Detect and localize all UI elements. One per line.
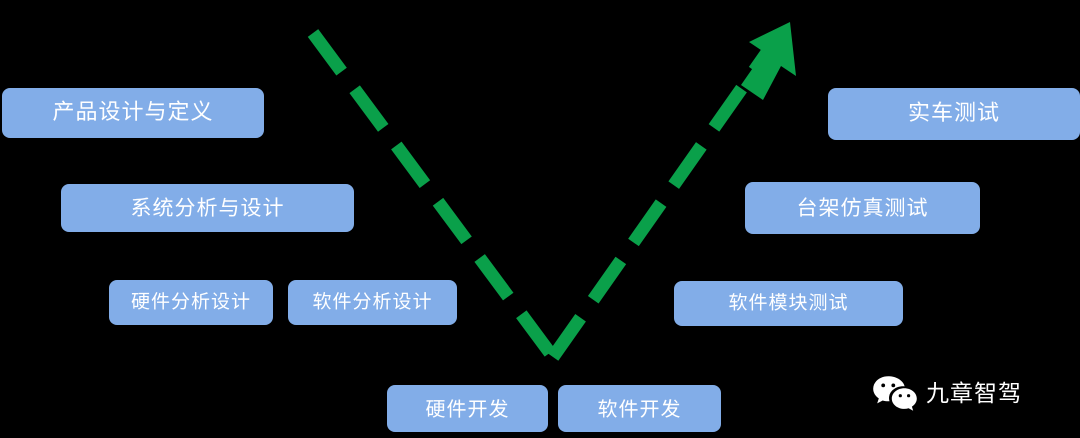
node-system-analysis[interactable]: 系统分析与设计 — [61, 184, 354, 232]
node-label: 软件开发 — [597, 396, 682, 421]
node-software-analysis[interactable]: 软件分析设计 — [288, 280, 457, 325]
arrow-head-icon — [741, 22, 796, 100]
node-vehicle-test[interactable]: 实车测试 — [828, 88, 1080, 140]
node-hardware-development[interactable]: 硬件开发 — [387, 385, 548, 432]
node-label: 硬件分析设计 — [130, 291, 251, 313]
node-software-development[interactable]: 软件开发 — [558, 385, 721, 432]
node-label: 软件模块测试 — [728, 292, 849, 314]
watermark-text: 九章智驾 — [926, 380, 1022, 407]
watermark: 九章智驾 — [872, 375, 1022, 413]
node-software-module-test[interactable]: 软件模块测试 — [674, 281, 903, 326]
node-label: 系统分析与设计 — [130, 195, 285, 220]
node-hardware-analysis[interactable]: 硬件分析设计 — [109, 280, 273, 325]
node-label: 软件分析设计 — [312, 291, 433, 313]
wechat-icon — [873, 376, 917, 411]
node-label: 实车测试 — [907, 101, 1000, 126]
node-label: 产品设计与定义 — [52, 100, 214, 125]
node-bench-simulation-test[interactable]: 台架仿真测试 — [745, 182, 980, 234]
node-product-definition[interactable]: 产品设计与定义 — [2, 88, 264, 138]
node-label: 台架仿真测试 — [796, 195, 929, 220]
node-label: 硬件开发 — [425, 396, 510, 421]
